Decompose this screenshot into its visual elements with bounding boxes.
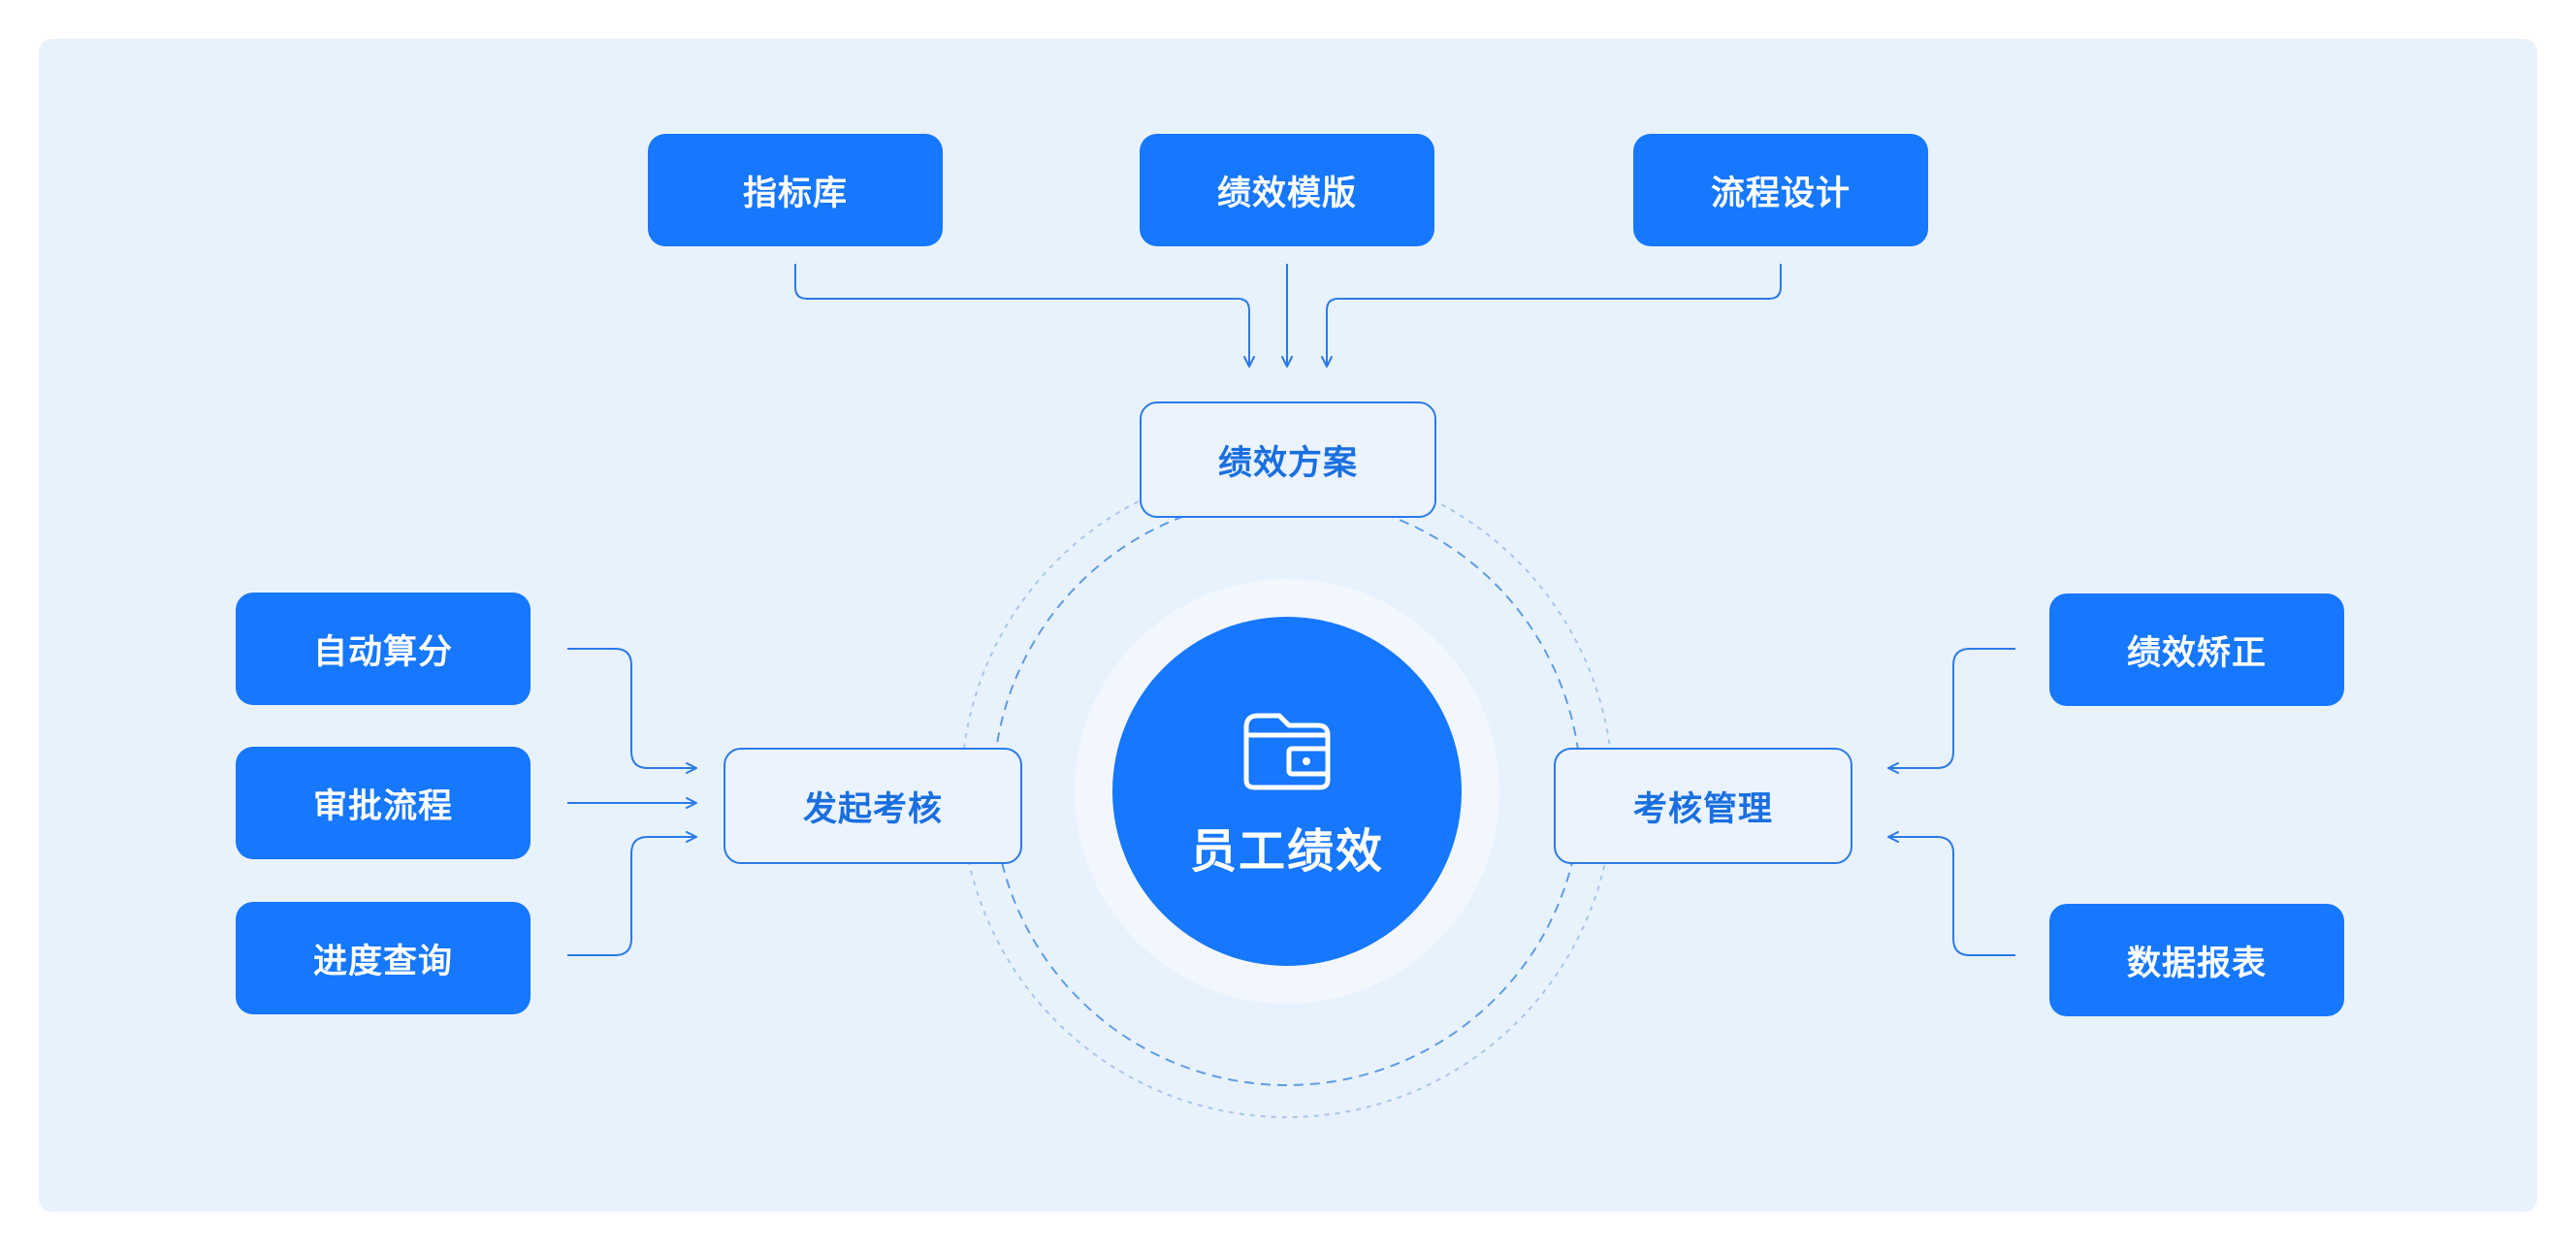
center-label: 员工绩效	[1189, 824, 1384, 879]
node-label: 自动算分	[312, 632, 453, 672]
node-label: 绩效模版	[1216, 174, 1357, 213]
node-label: 考核管理	[1632, 789, 1773, 829]
performance-plan-node[interactable]: 绩效方案	[1140, 401, 1436, 518]
node-label: 数据报表	[2126, 944, 2267, 983]
approval-process-node[interactable]: 审批流程	[236, 747, 531, 859]
node-label: 进度查询	[312, 942, 453, 981]
auto-scoring-node[interactable]: 自动算分	[236, 593, 531, 705]
assessment-management-node[interactable]: 考核管理	[1554, 748, 1852, 864]
indicator-library-node[interactable]: 指标库	[648, 134, 943, 246]
node-label: 审批流程	[312, 786, 453, 826]
node-label: 指标库	[742, 174, 848, 213]
performance-template-node[interactable]: 绩效模版	[1140, 134, 1434, 246]
data-report-node[interactable]: 数据报表	[2049, 904, 2344, 1016]
node-label: 流程设计	[1710, 174, 1851, 213]
employee-performance-hub[interactable]: 员工绩效	[1112, 617, 1462, 966]
node-label: 绩效矫正	[2126, 633, 2267, 673]
folder-icon	[1243, 713, 1331, 790]
launch-assessment-node[interactable]: 发起考核	[724, 748, 1022, 864]
performance-correction-node[interactable]: 绩效矫正	[2049, 593, 2344, 706]
progress-query-node[interactable]: 进度查询	[236, 902, 531, 1014]
process-design-node[interactable]: 流程设计	[1633, 134, 1928, 246]
node-label: 绩效方案	[1217, 443, 1358, 483]
node-label: 发起考核	[802, 789, 943, 829]
